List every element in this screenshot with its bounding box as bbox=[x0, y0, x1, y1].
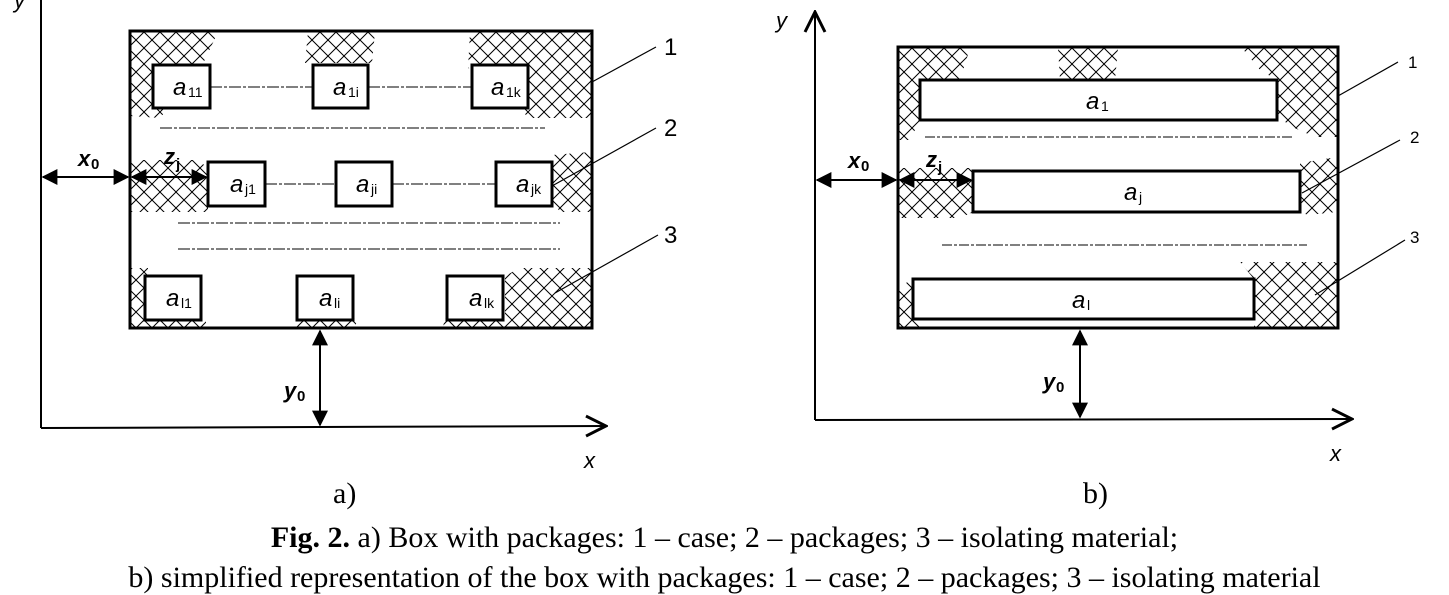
svg-text:a: a bbox=[1072, 287, 1085, 314]
svg-text:j1: j1 bbox=[244, 181, 256, 197]
callout-2: 2 bbox=[664, 115, 677, 142]
panel-b-label: b) bbox=[1083, 477, 1108, 510]
callout-1-leader bbox=[591, 46, 657, 83]
callout-1-leader bbox=[1337, 61, 1399, 97]
svg-text:a: a bbox=[469, 285, 482, 312]
callout-2: 2 bbox=[1410, 128, 1419, 147]
svg-text:l: l bbox=[1087, 297, 1090, 313]
panel-a: y x a 11 bbox=[12, 0, 677, 510]
panel-b: y x a 1 a j a l bbox=[774, 8, 1419, 510]
svg-text:y: y bbox=[1042, 369, 1057, 394]
svg-text:a: a bbox=[516, 171, 529, 198]
callout-3: 3 bbox=[664, 222, 677, 249]
svg-text:a: a bbox=[319, 285, 332, 312]
figure-number: Fig. 2. bbox=[270, 521, 351, 554]
caption-text-1: a) Box with packages: 1 – case; 2 – pack… bbox=[357, 521, 1179, 554]
callout-2-leader bbox=[551, 127, 657, 187]
case-outline bbox=[128, 29, 594, 330]
package-aj: a j bbox=[971, 169, 1302, 214]
x-axis-label: x bbox=[583, 448, 596, 473]
callout-2-leader bbox=[1301, 139, 1401, 194]
zj-label: z j bbox=[163, 144, 180, 173]
svg-text:11: 11 bbox=[188, 84, 203, 100]
package-aj1: a j1 bbox=[206, 160, 267, 208]
x-axis bbox=[814, 419, 1352, 420]
package-a11: a 11 bbox=[151, 63, 212, 110]
svg-text:ji: ji bbox=[370, 181, 377, 197]
svg-text:j: j bbox=[937, 159, 942, 176]
package-a1k: a 1k bbox=[470, 63, 530, 110]
svg-text:0: 0 bbox=[91, 156, 99, 173]
callout-1: 1 bbox=[664, 34, 677, 61]
svg-text:1: 1 bbox=[1101, 98, 1109, 114]
svg-text:a: a bbox=[356, 171, 369, 198]
svg-text:j: j bbox=[175, 156, 180, 173]
package-ali: a li bbox=[295, 274, 355, 322]
svg-text:a: a bbox=[166, 285, 179, 312]
callout-3: 3 bbox=[1410, 228, 1419, 247]
svg-text:a: a bbox=[173, 74, 186, 101]
callout-3-leader bbox=[554, 234, 659, 294]
y-axis-label: y bbox=[774, 8, 789, 33]
svg-text:0: 0 bbox=[1056, 379, 1064, 396]
package-a1: a 1 bbox=[918, 78, 1279, 122]
row-separators bbox=[160, 86, 560, 250]
svg-text:li: li bbox=[334, 295, 340, 311]
svg-text:a: a bbox=[1086, 88, 1099, 115]
svg-text:j: j bbox=[1138, 189, 1142, 205]
package-alk: a lk bbox=[445, 274, 505, 322]
callout-3-leader bbox=[1314, 239, 1406, 296]
row-separators bbox=[925, 136, 1307, 246]
caption-text-2: b) simplified representation of the box … bbox=[128, 561, 1321, 594]
panel-a-label: a) bbox=[333, 477, 356, 510]
svg-text:0: 0 bbox=[861, 158, 869, 175]
svg-text:l1: l1 bbox=[181, 295, 192, 311]
package-al1: a l1 bbox=[143, 274, 203, 322]
svg-text:1k: 1k bbox=[506, 84, 522, 100]
x-axis-label: x bbox=[1329, 441, 1342, 466]
x0-label: x 0 bbox=[847, 148, 869, 175]
package-aji: a ji bbox=[334, 160, 394, 208]
svg-text:jk: jk bbox=[530, 181, 542, 197]
x0-label: x 0 bbox=[77, 146, 99, 173]
y0-label: y 0 bbox=[283, 378, 305, 405]
y0-label: y 0 bbox=[1042, 369, 1064, 396]
zj-label: z j bbox=[925, 147, 942, 176]
svg-text:a: a bbox=[333, 74, 346, 101]
svg-text:lk: lk bbox=[484, 295, 495, 311]
package-al: a l bbox=[911, 277, 1256, 321]
svg-text:a: a bbox=[491, 74, 504, 101]
svg-text:0: 0 bbox=[297, 388, 305, 405]
svg-text:x: x bbox=[77, 146, 91, 171]
svg-text:x: x bbox=[847, 148, 861, 173]
svg-text:z: z bbox=[163, 144, 175, 169]
svg-text:1i: 1i bbox=[348, 84, 359, 100]
case-outline bbox=[896, 45, 1340, 330]
figure-caption-line-2: b) simplified representation of the box … bbox=[0, 561, 1449, 595]
callout-1: 1 bbox=[1408, 53, 1417, 72]
svg-text:a: a bbox=[1124, 179, 1137, 206]
package-ajk: a jk bbox=[494, 160, 554, 208]
y-axis-label: y bbox=[12, 0, 27, 13]
x-axis bbox=[40, 426, 606, 428]
figure-caption-line-1: Fig. 2. a) Box with packages: 1 – case; … bbox=[0, 521, 1449, 555]
package-a1i: a 1i bbox=[311, 63, 370, 110]
svg-text:z: z bbox=[925, 147, 937, 172]
svg-text:a: a bbox=[230, 171, 243, 198]
svg-text:y: y bbox=[283, 378, 298, 403]
